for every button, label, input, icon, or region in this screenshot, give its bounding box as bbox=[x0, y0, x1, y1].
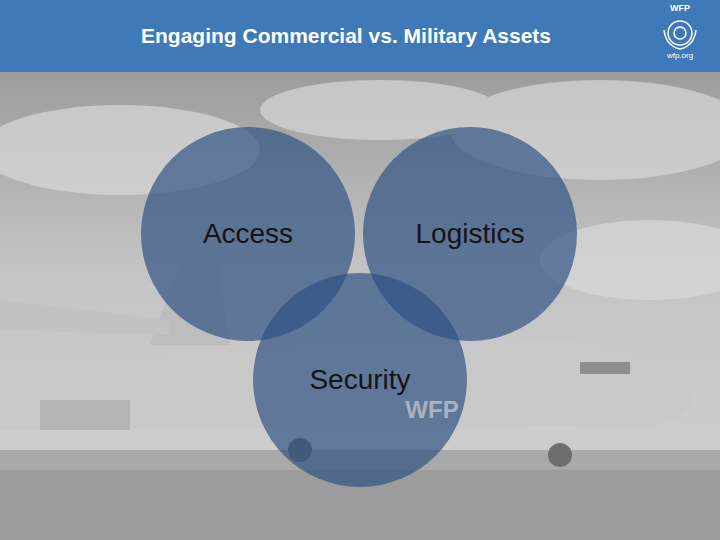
un-emblem bbox=[664, 21, 696, 49]
venn-circle: Security bbox=[252, 272, 468, 488]
circle-label: Logistics bbox=[416, 218, 525, 250]
circle-label: Access bbox=[203, 218, 293, 250]
logo-text: WFP bbox=[670, 3, 690, 13]
circle-fill bbox=[253, 273, 467, 487]
circle-label: Security bbox=[309, 364, 410, 396]
logo-url: wfp.org bbox=[667, 51, 693, 60]
plane-marking: WFP bbox=[405, 396, 458, 424]
slide-title: Engaging Commercial vs. Military Assets bbox=[141, 24, 551, 48]
title-bar bbox=[0, 0, 720, 72]
